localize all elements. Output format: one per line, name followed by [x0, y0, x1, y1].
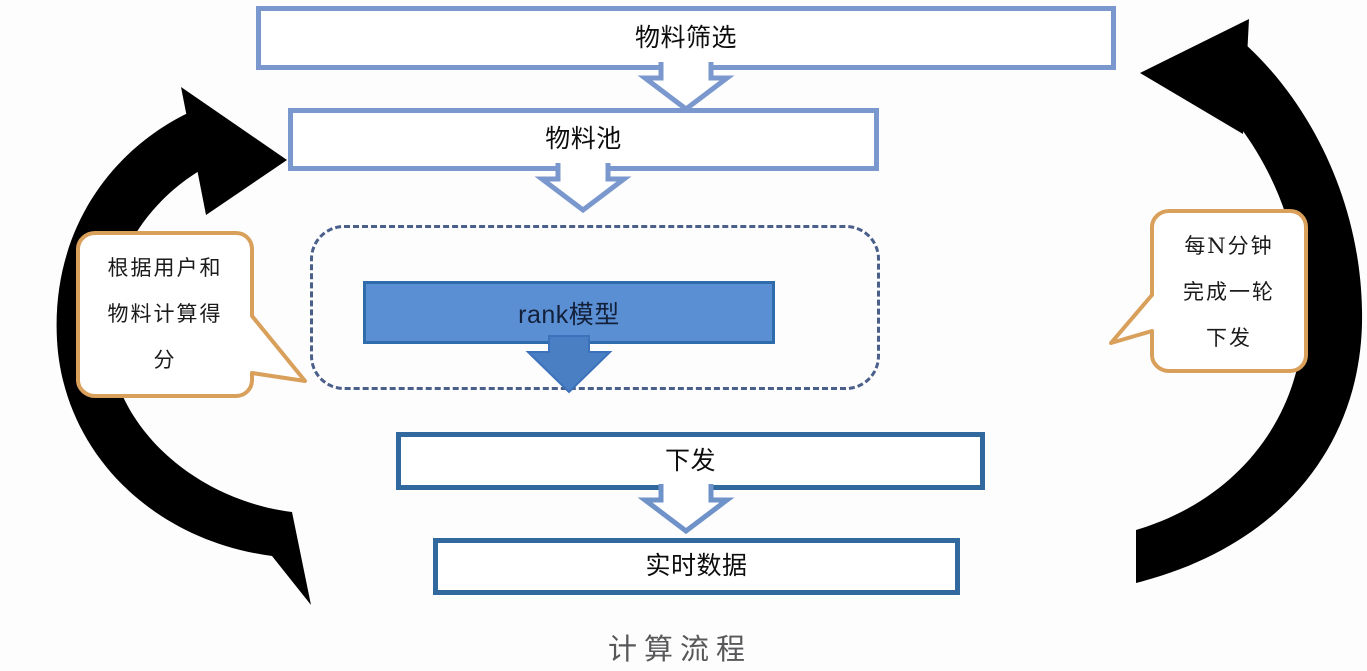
- node-dispatch-label: 下发: [664, 446, 716, 475]
- left-callout-bubble[interactable]: [76, 231, 307, 398]
- right-cycle-arrow: [1136, 19, 1363, 583]
- node-rank-label: rank模型: [518, 300, 620, 329]
- right-callout-text: 每N分钟 完成一轮 下发: [1183, 234, 1275, 350]
- node-pool-label: 物料池: [545, 125, 622, 153]
- right-callout-bubble[interactable]: [1109, 209, 1308, 373]
- node-rank[interactable]: rank模型: [363, 281, 775, 344]
- node-realtime[interactable]: 实时数据: [433, 538, 960, 595]
- node-filter-label: 物料筛选: [634, 23, 737, 52]
- diagram-caption: 计算流程: [608, 632, 753, 666]
- node-realtime-label: 实时数据: [645, 552, 748, 580]
- left-callout-text: 根据用户和 物料计算得 分: [107, 256, 223, 372]
